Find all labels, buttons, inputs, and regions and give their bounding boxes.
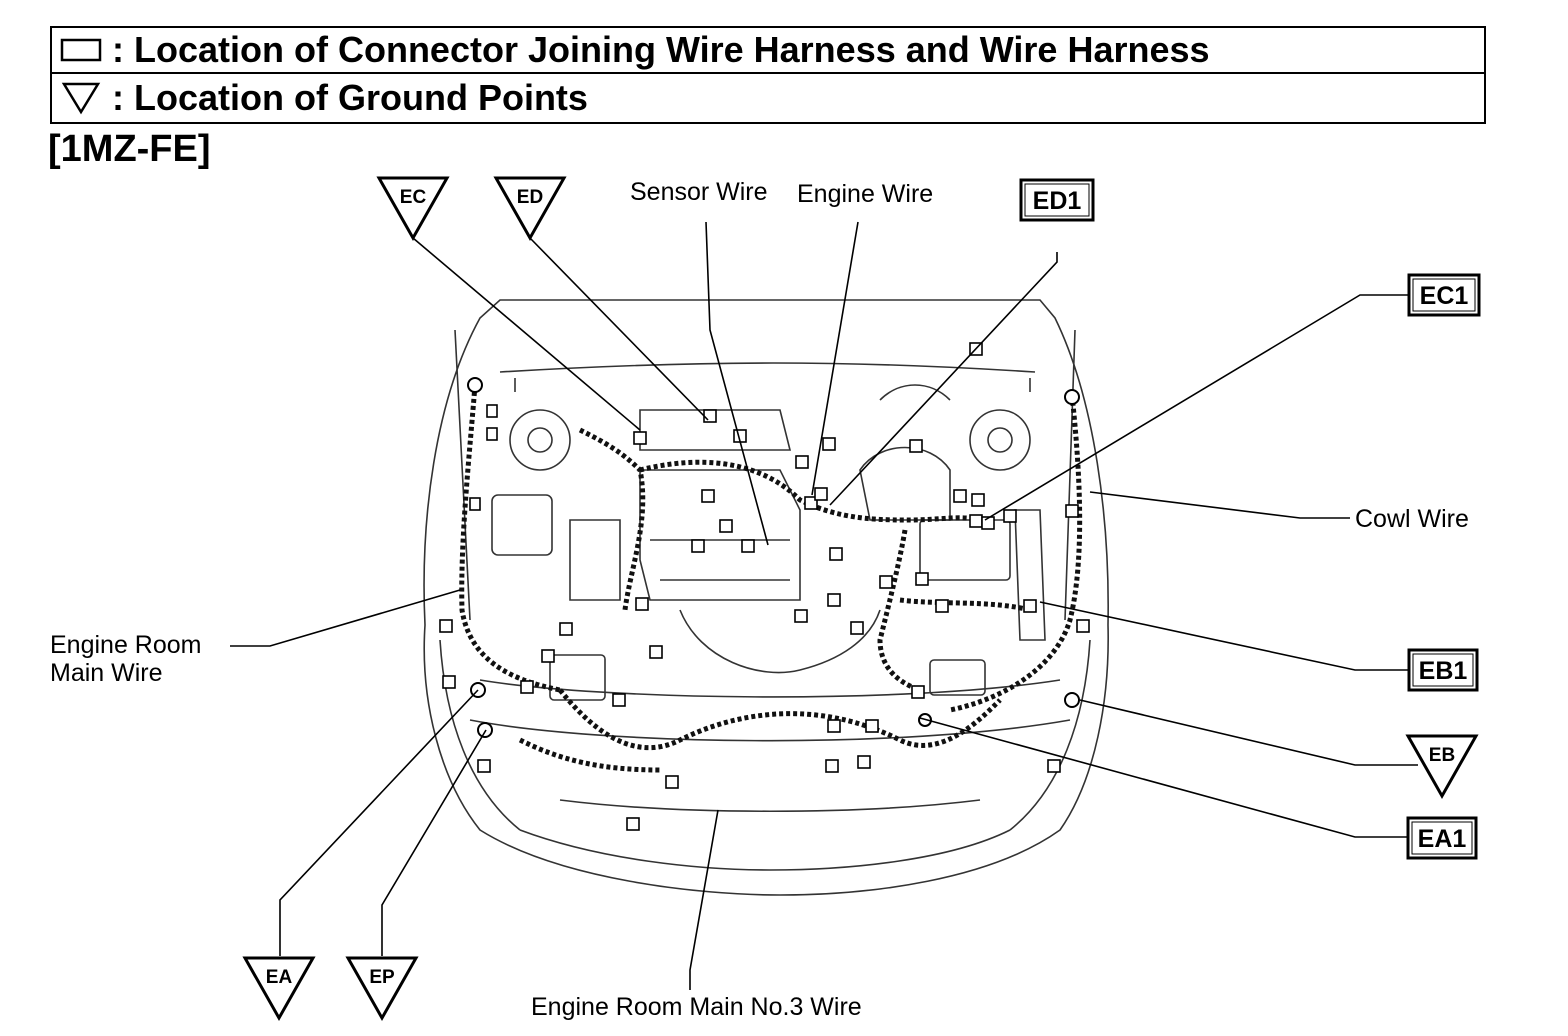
ground-ec-label: EC: [400, 187, 427, 208]
connector-box-icon: [52, 37, 112, 63]
ground-eb-label: EB: [1429, 745, 1455, 766]
ground-ep-label: EP: [369, 967, 395, 988]
ground-tag-ea: EA: [242, 956, 316, 1022]
engine-room-main-wire-label-line2: Main Wire: [50, 659, 163, 687]
ground-tag-ep: EP: [345, 956, 419, 1022]
ground-ed-label: ED: [517, 187, 543, 208]
connector-ea1-label: EA1: [1418, 825, 1467, 853]
engine-wire-label: Engine Wire: [797, 180, 933, 208]
harness-wires: [459, 384, 1083, 773]
harness-connectors: [439, 342, 1090, 831]
vehicle-outline: [423, 299, 1109, 896]
connector-eb1-label: EB1: [1419, 657, 1468, 685]
ground-bolts: [467, 377, 1080, 738]
ground-ea-label: EA: [266, 967, 293, 988]
legend-connector-text: : Location of Connector Joining Wire Har…: [112, 29, 1210, 70]
connector-tag-ea1: EA1: [1406, 816, 1478, 860]
ground-triangle-icon: [52, 80, 112, 116]
connector-tag-eb1: EB1: [1407, 648, 1479, 692]
engine-room-main-no3-wire-label: Engine Room Main No.3 Wire: [531, 993, 862, 1021]
connector-tag-ec1: EC1: [1407, 273, 1481, 317]
legend-ground-text: : Location of Ground Points: [112, 77, 588, 118]
connector-ed1-label: ED1: [1033, 187, 1082, 215]
leader-lines: [230, 221, 1418, 990]
engine-model-label: [1MZ-FE]: [48, 128, 211, 170]
engine-room-main-wire-label-line1: Engine Room: [50, 631, 201, 659]
ground-tag-eb: EB: [1405, 734, 1479, 800]
connector-ec1-label: EC1: [1420, 282, 1469, 310]
legend-ground-row: : Location of Ground Points: [50, 72, 1486, 124]
connector-tag-ed1: ED1: [1019, 178, 1095, 222]
ground-tag-ed: ED: [493, 176, 567, 242]
cowl-wire-label: Cowl Wire: [1355, 505, 1469, 533]
sensor-wire-label: Sensor Wire: [630, 178, 768, 206]
ground-tag-ec: EC: [376, 176, 450, 242]
